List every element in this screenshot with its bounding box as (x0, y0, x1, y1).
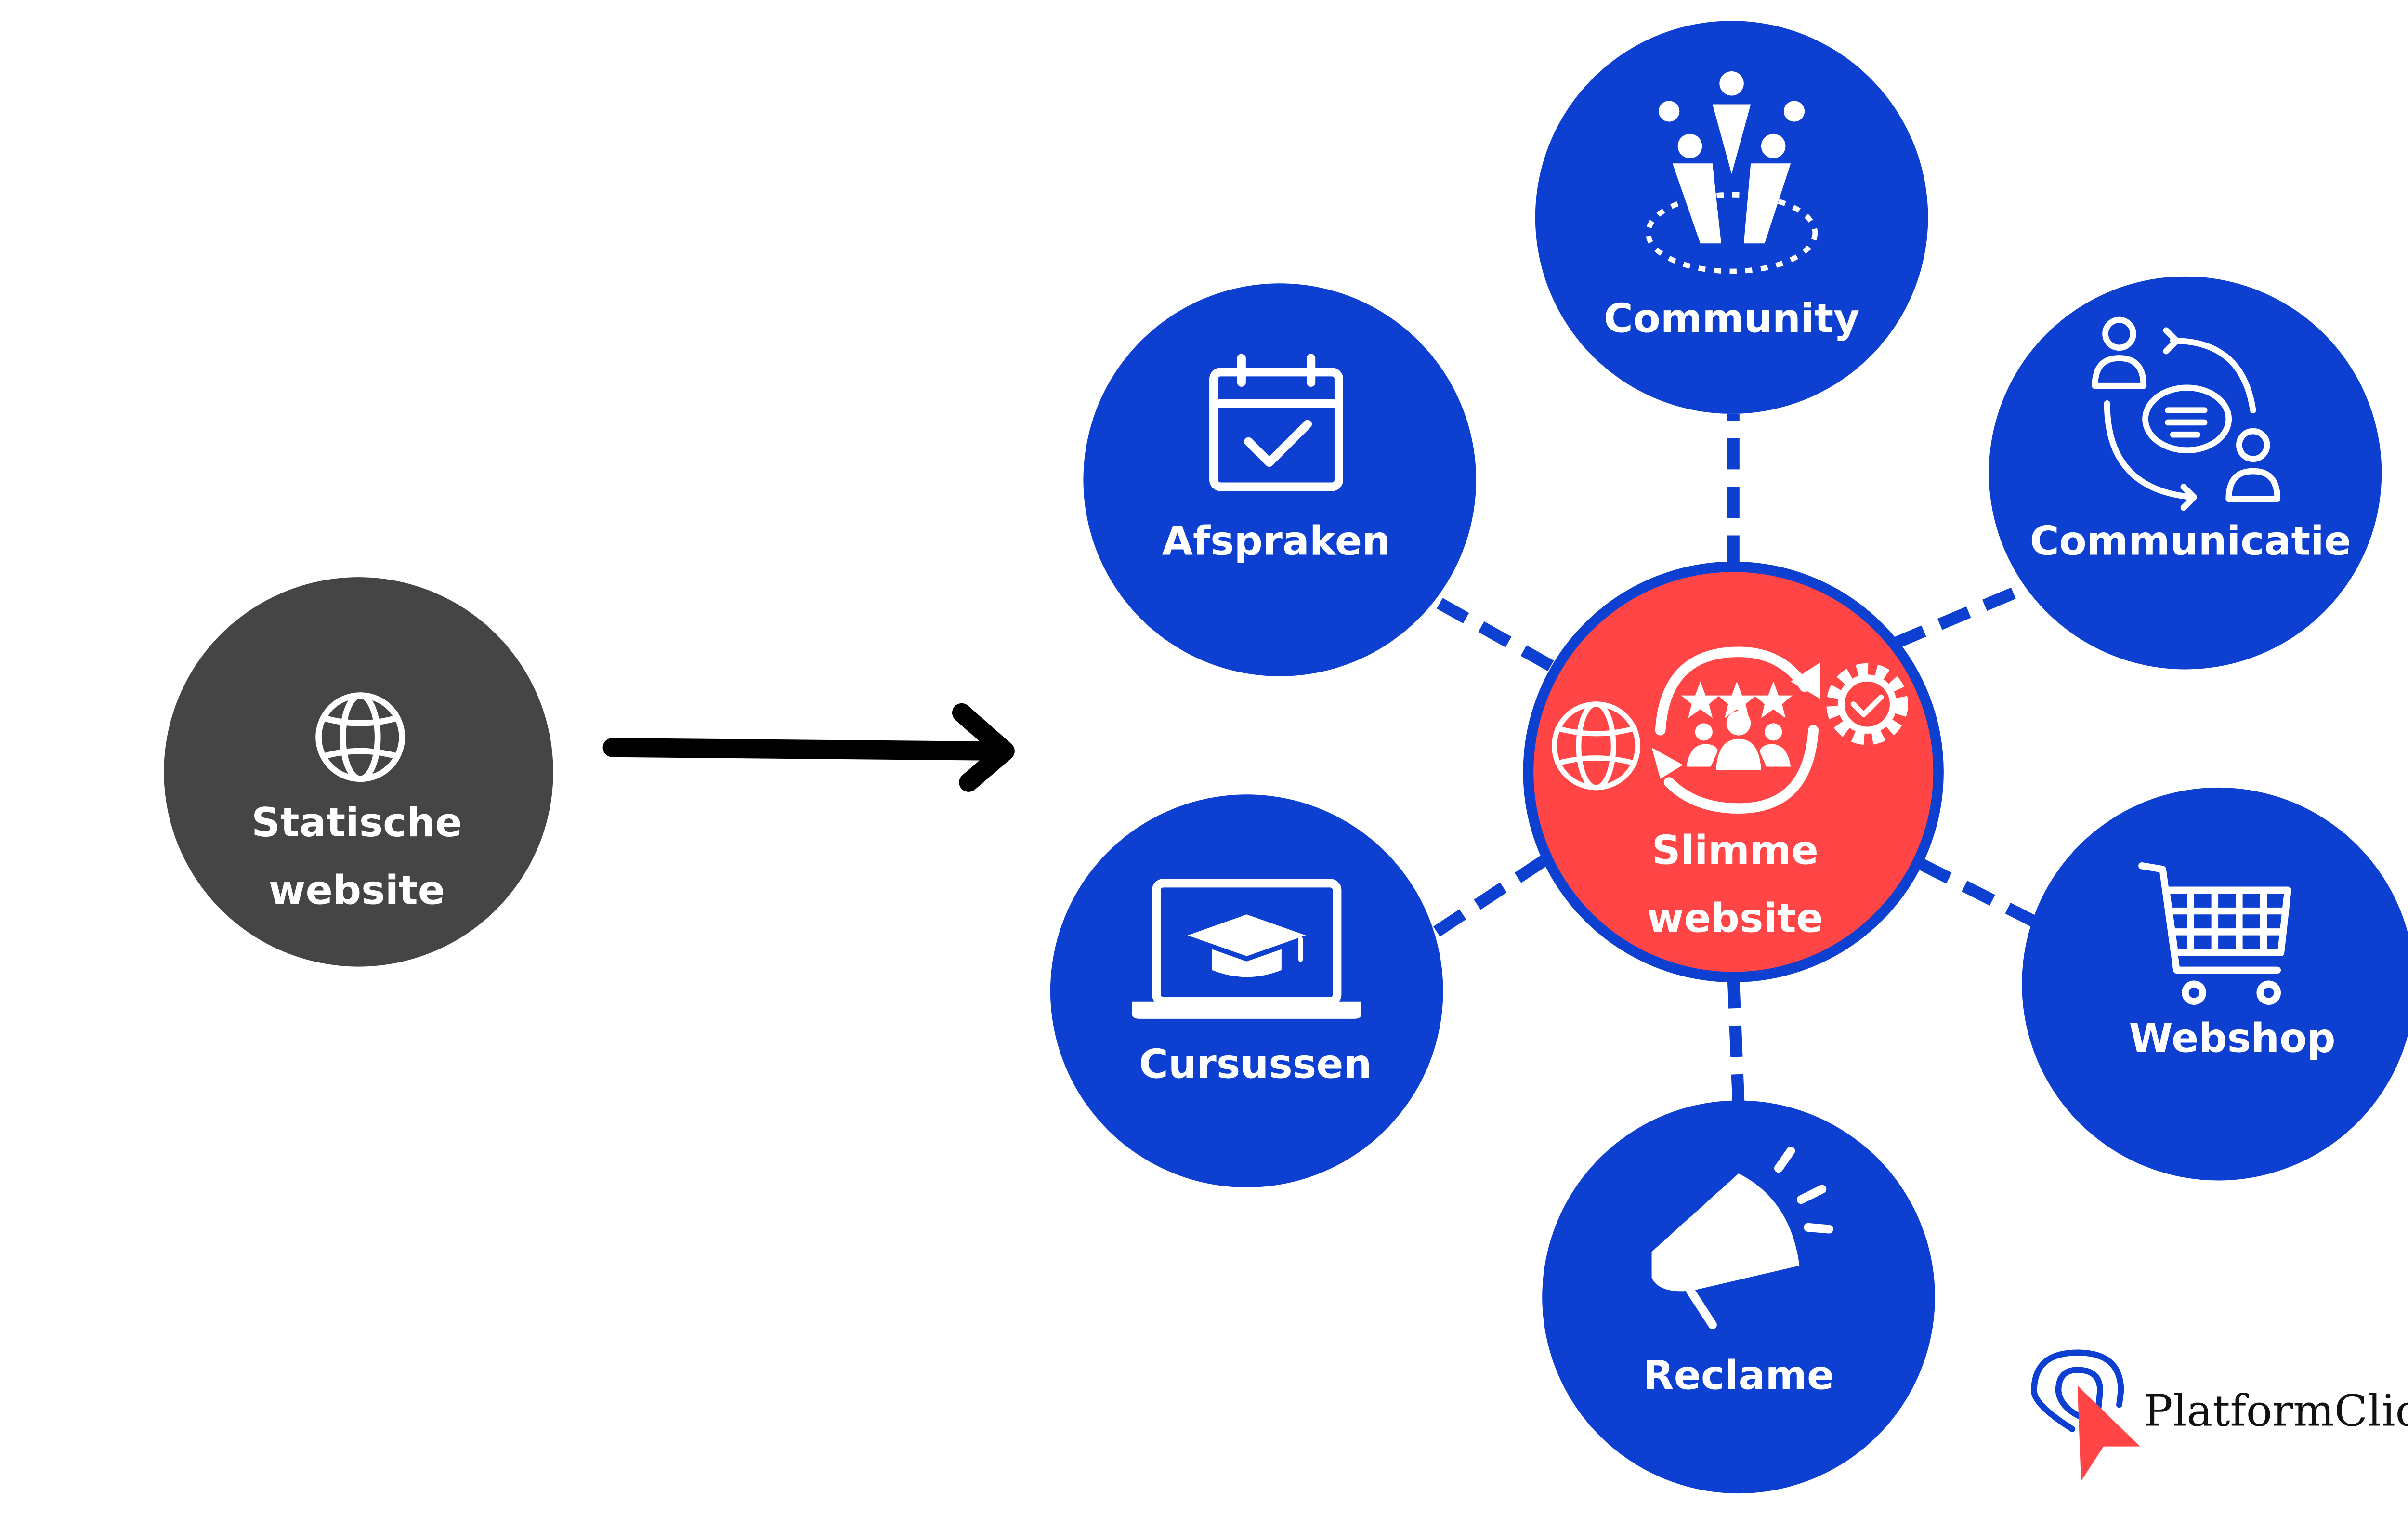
connector-reclame (1727, 976, 1745, 1106)
source-label-line1: Statische (251, 799, 462, 846)
logo-text: PlatformClicks (2144, 1385, 2408, 1436)
transition-arrow (602, 703, 1015, 792)
center-label-line1: Slimme (1652, 827, 1819, 874)
feature-afspraken: Afspraken (1083, 283, 1477, 676)
feature-community: Community (1535, 21, 1928, 414)
feature-cursussen: Cursussen (1050, 794, 1443, 1187)
feature-reclame: Reclame (1542, 1100, 1935, 1494)
feature-label: Webshop (2129, 1015, 2335, 1061)
connector-webshop (1918, 858, 2037, 927)
laptop-graduation-icon (1132, 879, 1361, 1019)
feature-label: Communicatie (2030, 517, 2351, 564)
calendar-check-icon (1209, 354, 1343, 491)
cycle-arrows-icon (1651, 646, 1820, 814)
source-node: Statische website (164, 577, 553, 967)
feature-label: Community (1604, 295, 1859, 342)
cursor-icon (2077, 1385, 2140, 1481)
platformclicks-logo: PlatformClicks (2031, 1349, 2408, 1481)
community-icon (1645, 71, 1818, 274)
shopping-cart-icon (2138, 862, 2291, 1005)
center-label-line2: website (1647, 895, 1823, 941)
globe-icon (315, 692, 406, 782)
feature-label: Cursussen (1139, 1041, 1372, 1088)
feature-label: Afspraken (1162, 517, 1390, 564)
connector-afspraken (1437, 598, 1554, 672)
center-node: Slimme website (1523, 561, 1944, 983)
feature-label: Reclame (1643, 1352, 1834, 1399)
chat-exchange-icon (2092, 316, 2281, 511)
source-label-line2: website (269, 867, 445, 914)
gear-check-icon (1826, 663, 1908, 745)
users-icon (1686, 711, 1791, 770)
rating-stars-icon (1681, 681, 1793, 718)
feature-webshop: Webshop (2022, 787, 2408, 1181)
megaphone-icon (1651, 1147, 1833, 1330)
connector-communicatie (1892, 580, 2033, 649)
connector-cursussen (1433, 855, 1547, 937)
globe-icon (1552, 701, 1641, 791)
connectors (1433, 413, 2037, 1106)
feature-communicatie: Communicatie (1989, 276, 2382, 670)
